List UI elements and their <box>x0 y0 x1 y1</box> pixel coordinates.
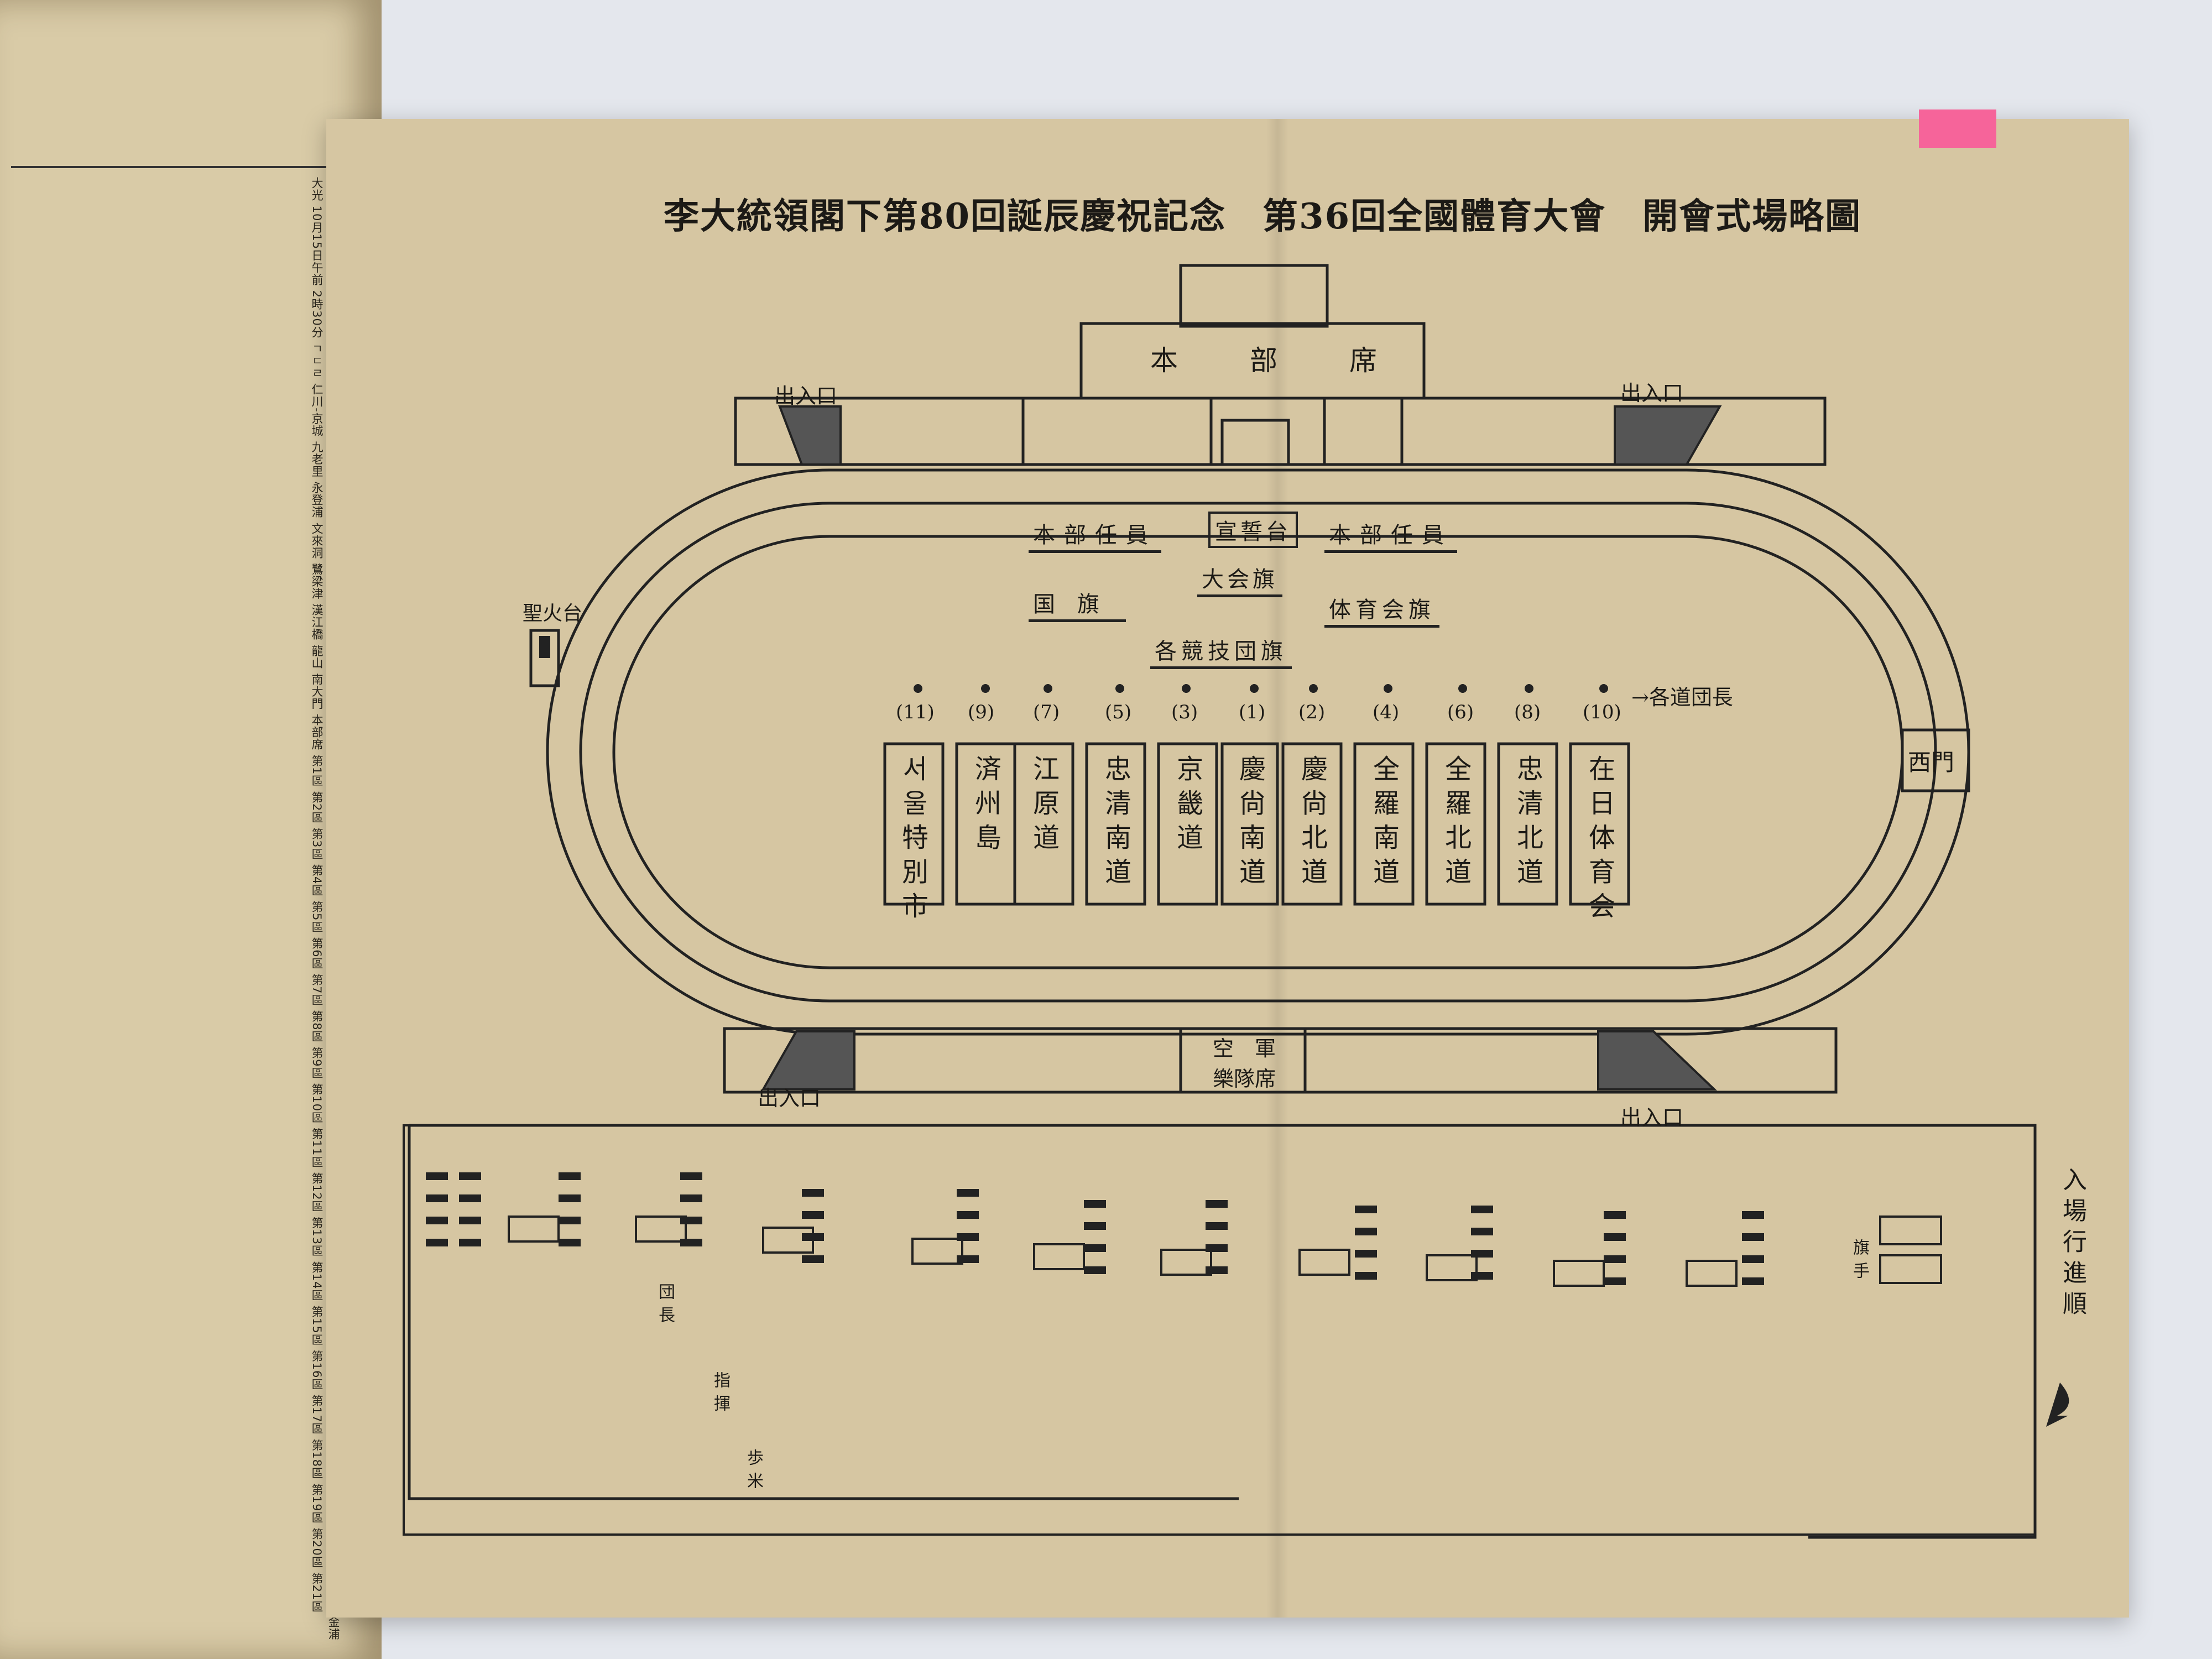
team-name: 忠清北道 <box>1512 755 1543 892</box>
diagram-sheet <box>326 119 2129 1618</box>
west-gate-box <box>1901 728 1970 792</box>
procession-band-label: 指揮 <box>711 1371 730 1418</box>
team-order: (3) <box>1171 701 1198 723</box>
team-order: (10) <box>1583 701 1621 723</box>
entrance-label: 出入口 <box>774 384 838 408</box>
procession-flag-label: 旗手 <box>1850 1239 1869 1285</box>
team-order: (5) <box>1105 701 1132 723</box>
west-gate-label: 西門 <box>1908 749 1955 776</box>
sticky-note-pink <box>1919 109 1996 148</box>
team-order: (11) <box>896 701 935 723</box>
meet-flag-label: 大会旗 <box>1197 561 1282 597</box>
team-name: 京畿道 <box>1172 755 1203 858</box>
leaders-note: →各道団長 <box>1631 685 1733 709</box>
team-boxes <box>883 742 1630 906</box>
team-order: (7) <box>1033 701 1060 723</box>
team-name: 全羅南道 <box>1368 755 1399 892</box>
team-name: 在日体育会 <box>1584 755 1615 926</box>
team-name: 済州島 <box>970 755 1001 858</box>
team-name: 全羅北道 <box>1440 755 1471 892</box>
team-order: (2) <box>1298 701 1326 723</box>
team-order: (6) <box>1447 701 1474 723</box>
national-flag-label: 国旗 <box>1029 586 1126 622</box>
team-order: (1) <box>1239 701 1266 723</box>
entrance-label: 出入口 <box>1620 381 1684 405</box>
main-stand-label: 本 部 席 <box>1150 345 1399 377</box>
team-order: (8) <box>1514 701 1541 723</box>
torch-platform-label: 聖火台 <box>523 602 583 625</box>
staff-right-label: 本部任員 <box>1324 517 1457 553</box>
team-name: 慶尙南道 <box>1234 755 1265 892</box>
team-name: 江原道 <box>1028 755 1059 858</box>
team-order: (4) <box>1373 701 1400 723</box>
procession-step-label: 歩米 <box>744 1449 763 1495</box>
team-order: (9) <box>968 701 995 723</box>
left-page: 第1區 第2區 第3區 第4區 第5區 第6區 第7區 第8區 第9區 第10區… <box>0 0 382 1659</box>
sports-flag-label: 体育会旗 <box>1324 592 1439 628</box>
staff-left-label: 本部任員 <box>1029 517 1161 553</box>
flag-markers <box>914 684 1608 693</box>
procession-leader-label: 団長 <box>655 1283 675 1329</box>
team-name: 忠清南道 <box>1100 755 1131 892</box>
event-flags-label: 各競技団旗 <box>1150 633 1292 669</box>
procession-heading: 入場行進順 <box>2058 1167 2086 1322</box>
band-stand-label: 空 軍 樂隊席 <box>1212 1036 1276 1091</box>
entrance-label: 出入口 <box>758 1086 821 1110</box>
team-name: 慶尙北道 <box>1296 755 1327 892</box>
procession-columns <box>426 1172 1764 1285</box>
page-title: 李大統領閣下第80回誕辰慶祝記念 第36回全國體育大會 開會式場略圖 <box>664 196 1862 237</box>
procession-team-tags <box>508 1215 1942 1287</box>
oath-stand-label: 宣誓台 <box>1208 512 1298 548</box>
stand-tower <box>1179 264 1329 328</box>
entrance-label: 出入口 <box>1620 1105 1684 1130</box>
arrow-icon <box>2046 1383 2069 1427</box>
team-name: 서울特別市 <box>897 755 928 926</box>
left-page-rule <box>11 166 343 168</box>
